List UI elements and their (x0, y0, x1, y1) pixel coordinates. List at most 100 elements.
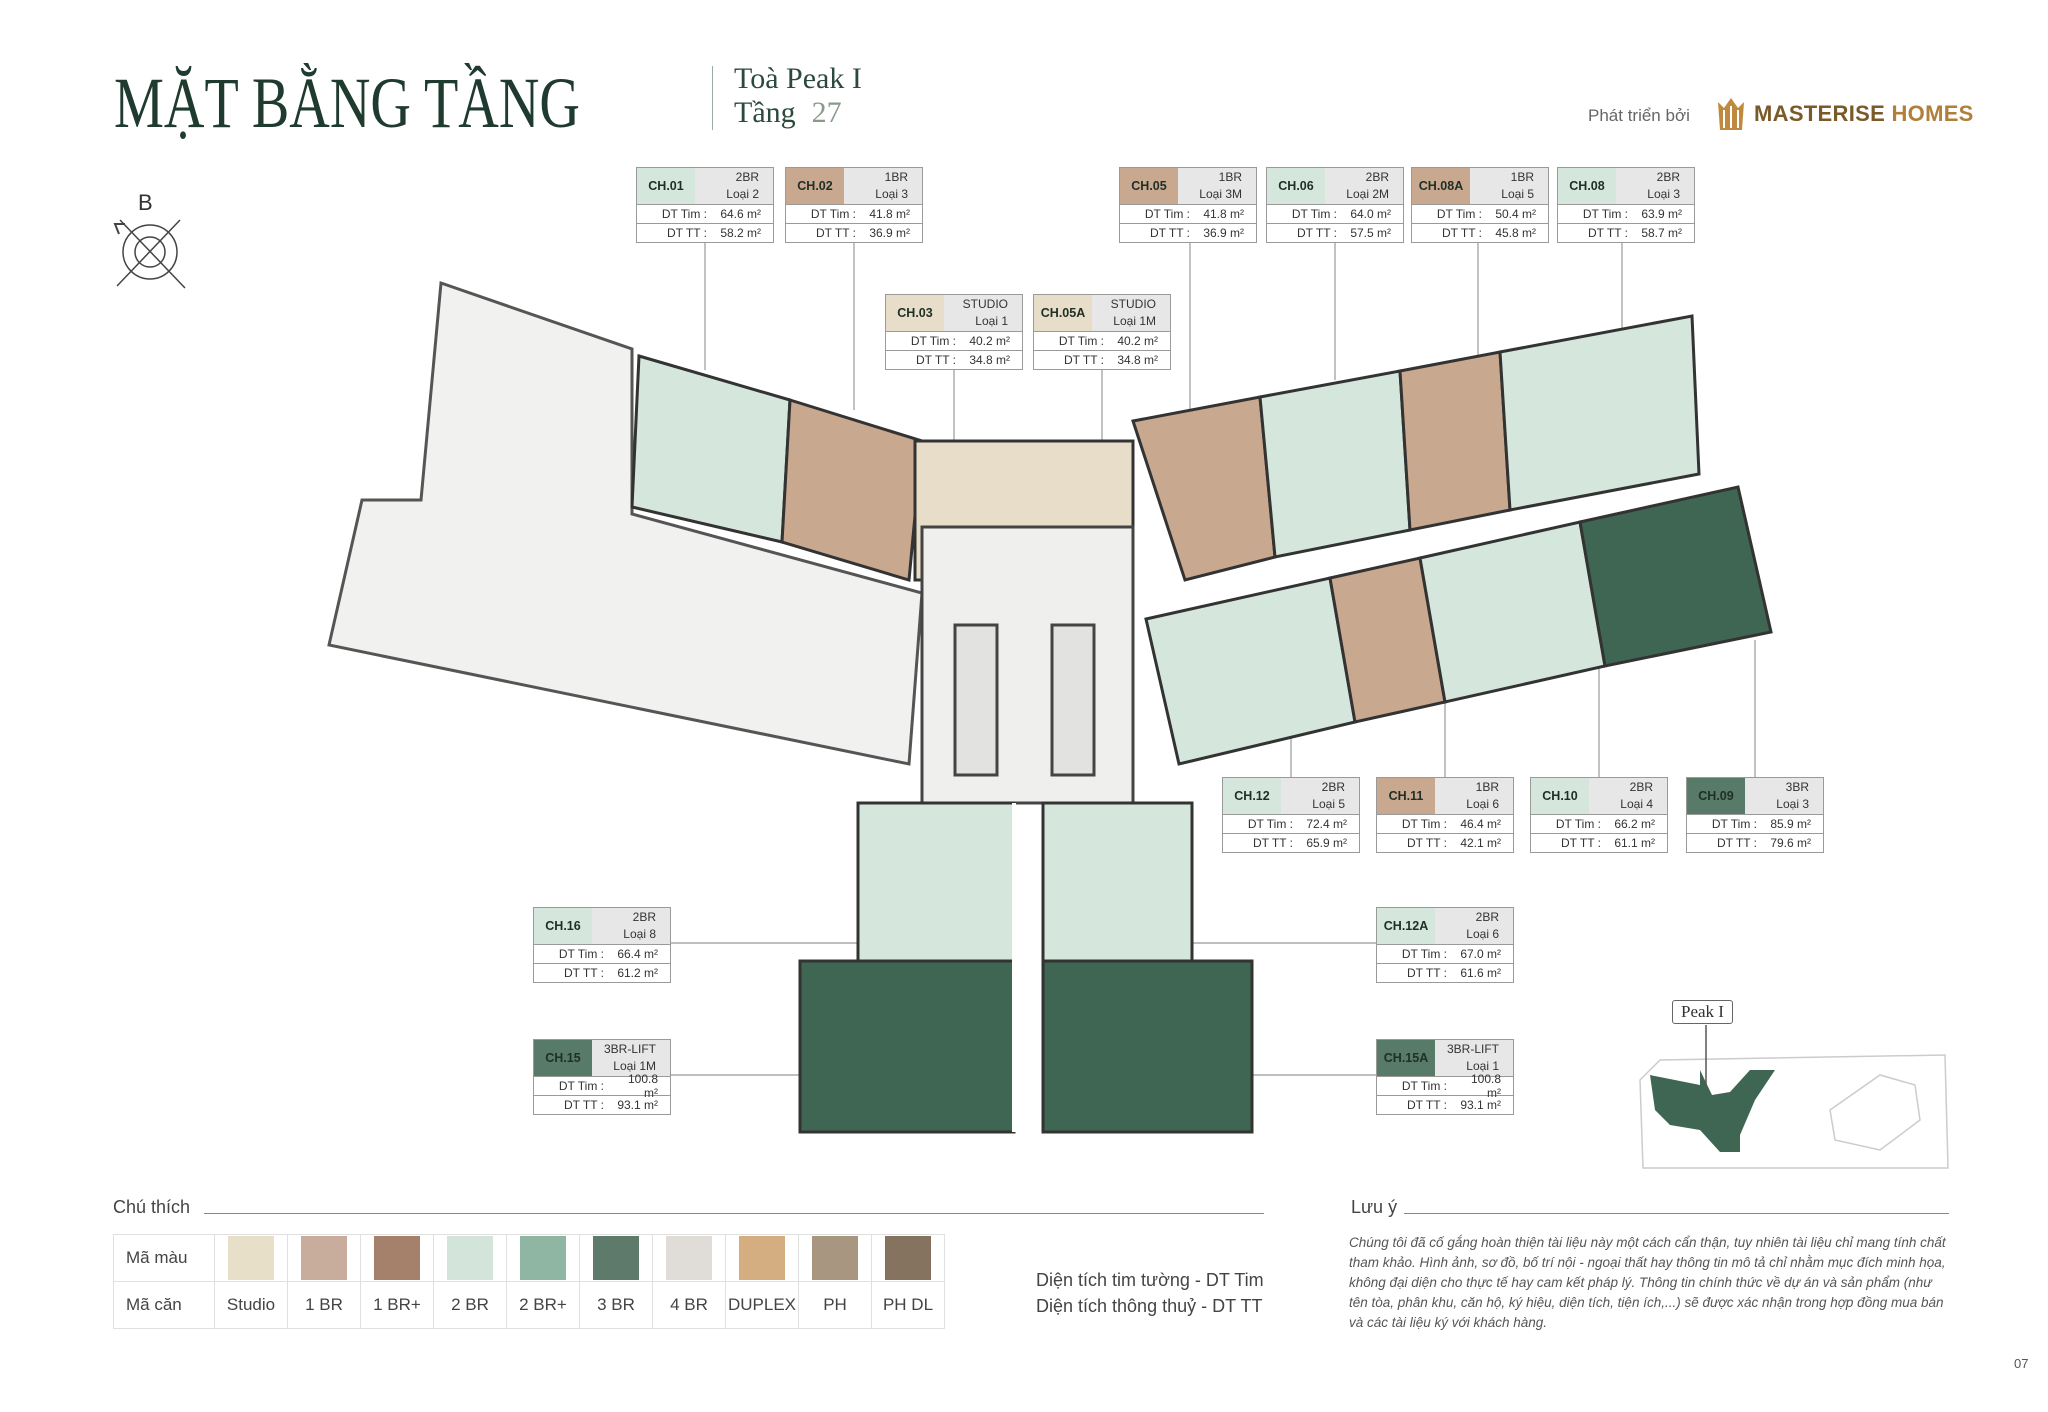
dt-tt-value: 61.1 m² (1614, 836, 1655, 850)
unit-loai: Loại 2M (1346, 187, 1389, 201)
legend-code: PH (798, 1281, 872, 1329)
dt-tim-label: DT Tim : (1711, 817, 1757, 831)
dt-tim-value: 41.8 m² (1203, 207, 1244, 221)
unit-type: 3BR-LIFT (1446, 1042, 1499, 1056)
dt-tt-value: 79.6 m² (1770, 836, 1811, 850)
masterise-logo: MASTERISE HOMES (1716, 94, 1974, 134)
dt-tim-value: 85.9 m² (1770, 817, 1811, 831)
upper-right-units (1131, 314, 1701, 582)
legend-swatch-cell (214, 1234, 288, 1282)
legend-swatch (812, 1236, 858, 1280)
leader-lines (671, 241, 1756, 1076)
dt-tt-label: DT TT : (1560, 836, 1601, 850)
dt-tt-label: DT TT : (1406, 836, 1447, 850)
legend-swatch (520, 1236, 566, 1280)
unit-code: CH.16 (534, 908, 592, 944)
legend-swatch (374, 1236, 420, 1280)
dt-tt-value: 58.2 m² (720, 226, 761, 240)
legend-code: 4 BR (652, 1281, 726, 1329)
unit-loai: Loại 3 (875, 187, 908, 201)
dt-tim-value: 64.6 m² (720, 207, 761, 221)
unit-type: 2BR (632, 910, 656, 924)
dt-tim-label: DT Tim : (1144, 207, 1190, 221)
keyplan (1639, 1025, 1949, 1169)
unit-code: CH.11 (1377, 778, 1435, 814)
dt-tt-label: DT TT : (1063, 353, 1104, 367)
unit-code: CH.06 (1267, 168, 1325, 204)
legend-code: 3 BR (579, 1281, 653, 1329)
dt-tim-value: 66.2 m² (1614, 817, 1655, 831)
dt-tim-value: 63.9 m² (1641, 207, 1682, 221)
unit-type: 2BR (1475, 910, 1499, 924)
compass-icon (113, 219, 186, 289)
unit-type: 2BR (1365, 170, 1389, 184)
unit-loai: Loại 5 (1312, 797, 1345, 811)
dt-tim-label: DT Tim : (1401, 947, 1447, 961)
legend-swatch-cell (725, 1234, 799, 1282)
dt-tt-label: DT TT : (1252, 836, 1293, 850)
dt-tt-label: DT TT : (1296, 226, 1337, 240)
dt-tim-label: DT Tim : (1436, 207, 1482, 221)
unit-code: CH.08 (1558, 168, 1616, 204)
upper-left-units (630, 354, 924, 582)
legend-swatch (593, 1236, 639, 1280)
dt-tt-label: DT TT : (666, 226, 707, 240)
legend-code: PH DL (871, 1281, 945, 1329)
dt-tt-value: 65.9 m² (1306, 836, 1347, 850)
unit-code: CH.05A (1034, 295, 1092, 331)
dt-tim-value: 46.4 m² (1460, 817, 1501, 831)
unit-type: 1BR (884, 170, 908, 184)
compass-north-label: B (138, 190, 153, 215)
dt-tt-label: DT TT : (915, 353, 956, 367)
lower-right-units (1144, 485, 1773, 766)
dt-tt-label: DT TT : (1406, 966, 1447, 980)
unit-code: CH.15A (1377, 1040, 1435, 1076)
brand-masterise: MASTERISE (1754, 101, 1886, 126)
unit-code: CH.09 (1687, 778, 1745, 814)
unit-type: 1BR (1475, 780, 1499, 794)
brand-homes: HOMES (1885, 101, 1974, 126)
dt-tt-label: DT TT : (563, 966, 604, 980)
dt-tim-label: DT Tim : (1582, 207, 1628, 221)
dt-tim-label: DT Tim : (1401, 817, 1447, 831)
dt-tt-label: DT TT : (1406, 1098, 1447, 1112)
unit-type: 1BR (1510, 170, 1534, 184)
note-text: Chúng tôi đã cố gắng hoàn thiện tài liệu… (1349, 1235, 1946, 1330)
legend-code: Studio (214, 1281, 288, 1329)
dt-tim-value: 72.4 m² (1306, 817, 1347, 831)
unit-loai: Loại 5 (1501, 187, 1534, 201)
dt-tt-label: DT TT : (563, 1098, 604, 1112)
dt-tt-label: DT TT : (1716, 836, 1757, 850)
dt-tt-label: DT TT : (1441, 226, 1482, 240)
dt-tim-label: DT Tim : (1291, 207, 1337, 221)
dt-tim-value: 100.8 m² (1470, 1072, 1501, 1100)
legend-swatch (301, 1236, 347, 1280)
dt-tim-label: DT Tim : (910, 334, 956, 348)
page-number: 07 (2014, 1356, 2029, 1371)
unit-type: STUDIO (1110, 297, 1156, 311)
dt-tt-value: 36.9 m² (869, 226, 910, 240)
dt-tt-value: 42.1 m² (1460, 836, 1501, 850)
dt-tt-label: DT TT : (1587, 226, 1628, 240)
dt-tim-value: 40.2 m² (1117, 334, 1158, 348)
floor-text: Tầng (734, 96, 796, 129)
unit-loai: Loại 1 (975, 314, 1008, 328)
unit-loai: Loại 3M (1199, 187, 1242, 201)
dt-tt-label: DT TT : (815, 226, 856, 240)
developer-prefix: Phát triển bởi (1588, 106, 1690, 125)
legend-swatch-cell (506, 1234, 580, 1282)
color-row-label: Mã màu (113, 1234, 215, 1282)
unit-type: 3BR-LIFT (603, 1042, 656, 1056)
unit-type: 3BR (1785, 780, 1809, 794)
unit-type: STUDIO (962, 297, 1008, 311)
page-title: MẶT BẰNG TẦNG (114, 63, 580, 143)
